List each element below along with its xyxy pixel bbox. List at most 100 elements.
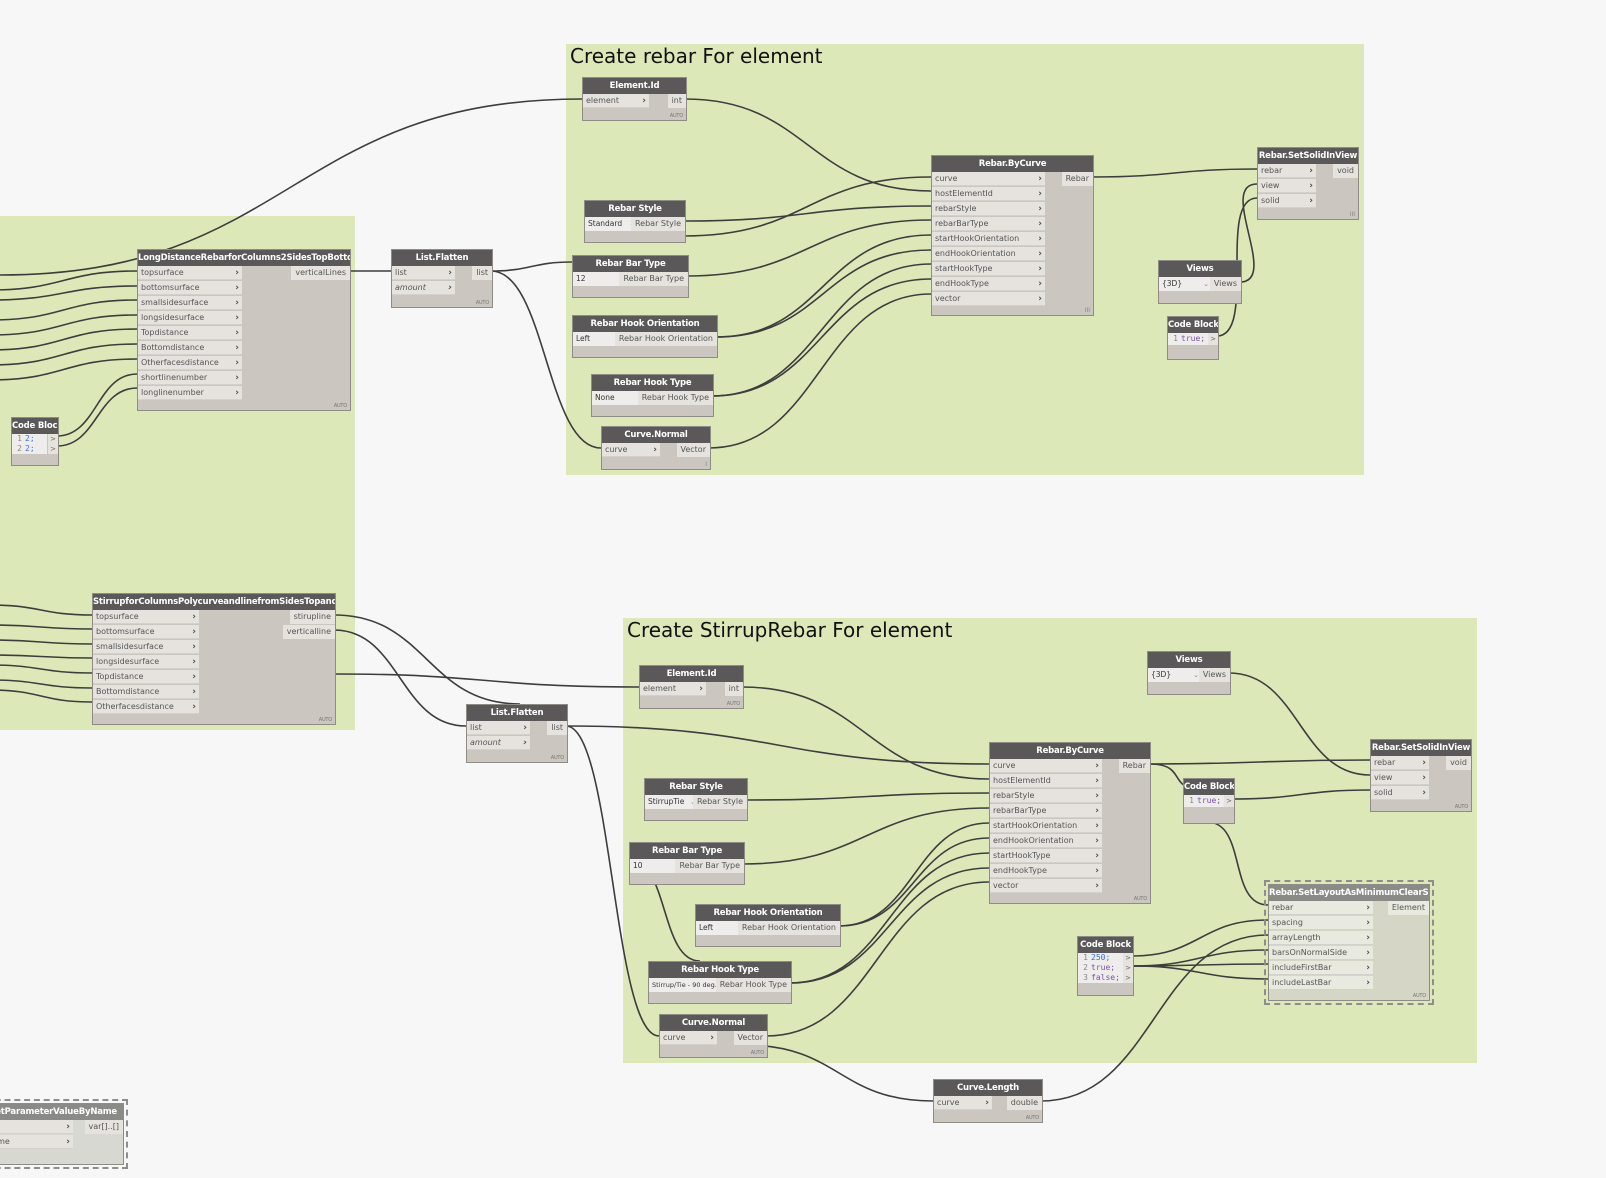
input-port[interactable]: list› xyxy=(392,266,455,280)
node-rebar-hook-orientation[interactable]: Rebar Hook Orientation Left⌄ Rebar Hook … xyxy=(695,904,841,947)
input-port[interactable]: curve› xyxy=(934,1096,992,1110)
wire[interactable] xyxy=(333,614,521,705)
input-port[interactable]: endHookType› xyxy=(990,864,1102,878)
output-port[interactable]: > xyxy=(50,435,56,443)
node-rebar-by-curve[interactable]: Rebar.ByCurve curve› hostElementId› reba… xyxy=(931,155,1094,316)
output-port[interactable]: list xyxy=(472,266,492,280)
input-port[interactable]: longsidesurface› xyxy=(138,311,242,325)
input-port[interactable]: rebar› xyxy=(1269,901,1373,915)
input-port[interactable]: element› xyxy=(583,94,649,108)
output-port[interactable]: Element xyxy=(1387,901,1429,915)
node-get-parameter-value-by-name[interactable]: Element.GetParameterValueByName element›… xyxy=(0,1099,128,1169)
output-port[interactable]: verticalline xyxy=(282,625,335,639)
input-port[interactable]: barsOnNormalSide› xyxy=(1269,946,1373,960)
output-ports[interactable]: > > xyxy=(48,434,58,454)
input-port[interactable]: startHookType› xyxy=(990,849,1102,863)
input-port[interactable]: startHookType› xyxy=(932,262,1045,276)
input-port[interactable]: vector› xyxy=(990,879,1102,893)
node-rebar-set-solid-in-view[interactable]: Rebar.SetSolidInView rebar› view› solid›… xyxy=(1370,739,1472,812)
output-port[interactable]: Rebar Hook Type xyxy=(715,978,791,992)
output-port[interactable]: > xyxy=(1125,974,1131,982)
input-port[interactable]: bottomsurface› xyxy=(138,281,242,295)
input-port[interactable]: view› xyxy=(1371,771,1429,785)
output-port[interactable]: > xyxy=(1226,797,1232,805)
input-port[interactable]: startHookOrientation› xyxy=(990,819,1102,833)
output-port[interactable]: void xyxy=(1446,756,1471,770)
node-set-layout-min-clear-spacing[interactable]: Rebar.SetLayoutAsMinimumClearSpacing reb… xyxy=(1264,880,1434,1005)
output-port[interactable]: void xyxy=(1333,164,1358,178)
input-port[interactable]: hostElementId› xyxy=(932,187,1045,201)
input-port[interactable]: Topdistance› xyxy=(138,326,242,340)
output-port[interactable]: int xyxy=(667,94,686,108)
node-list-flatten[interactable]: List.Flatten list› amount› list AUTO xyxy=(466,704,568,763)
input-port[interactable]: endHookType› xyxy=(932,277,1045,291)
input-port[interactable]: longlinenumber› xyxy=(138,386,242,400)
input-port[interactable]: curve› xyxy=(602,443,660,457)
output-port[interactable]: Rebar Hook Orientation xyxy=(614,332,717,346)
output-port[interactable]: Views xyxy=(1209,277,1241,291)
output-port[interactable]: Vector xyxy=(676,443,710,457)
input-port[interactable]: smallsidesurface› xyxy=(93,640,199,654)
input-port[interactable]: vector› xyxy=(932,292,1045,306)
output-port[interactable]: Rebar Style xyxy=(630,217,685,231)
input-port[interactable]: element› xyxy=(0,1120,73,1134)
input-port[interactable]: amount› xyxy=(392,281,455,295)
input-port[interactable]: includeFirstBar› xyxy=(1269,961,1373,975)
input-port[interactable]: solid› xyxy=(1258,194,1316,208)
output-ports[interactable]: > xyxy=(1224,795,1234,807)
input-port[interactable]: shortlinenumber› xyxy=(138,371,242,385)
dropdown-select[interactable]: {3D}⌄ xyxy=(1148,668,1204,682)
output-port[interactable]: > xyxy=(1125,954,1131,962)
input-port[interactable]: rebarStyle› xyxy=(990,789,1102,803)
input-port[interactable]: startHookOrientation› xyxy=(932,232,1045,246)
dropdown-select[interactable]: {3D}⌄ xyxy=(1159,277,1214,291)
input-port[interactable]: longsidesurface› xyxy=(93,655,199,669)
node-element-id[interactable]: Element.Id element› int AUTO xyxy=(582,77,687,121)
input-port[interactable]: includeLastBar› xyxy=(1269,976,1373,990)
output-port[interactable]: Rebar Hook Type xyxy=(637,391,713,405)
node-rebar-set-solid-in-view[interactable]: Rebar.SetSolidInView rebar› view› solid›… xyxy=(1257,147,1359,220)
node-long-distance-rebar[interactable]: LongDistanceRebarforColumns2SidesTopBott… xyxy=(137,249,351,411)
input-port[interactable]: curve› xyxy=(990,759,1102,773)
output-port[interactable]: > xyxy=(50,445,56,453)
input-port[interactable]: Topdistance› xyxy=(93,670,199,684)
node-curve-length[interactable]: Curve.Length curve› double AUTO xyxy=(933,1079,1043,1123)
node-rebar-hook-type[interactable]: Rebar Hook Type Stirrup/Tie - 90 deg.⌄ R… xyxy=(648,961,792,1004)
wire[interactable] xyxy=(490,261,573,272)
wire[interactable] xyxy=(333,673,640,688)
output-ports[interactable]: > xyxy=(1208,333,1218,345)
output-port[interactable]: > xyxy=(1210,335,1216,343)
input-port[interactable]: smallsidesurface› xyxy=(138,296,242,310)
node-rebar-by-curve[interactable]: Rebar.ByCurve curve› hostElementId› reba… xyxy=(989,742,1151,904)
input-port[interactable]: rebar› xyxy=(1371,756,1429,770)
input-port[interactable]: rebarStyle› xyxy=(932,202,1045,216)
input-port[interactable]: list› xyxy=(467,721,530,735)
node-rebar-hook-orientation[interactable]: Rebar Hook Orientation Left⌄ Rebar Hook … xyxy=(572,315,718,358)
output-port[interactable]: Vector xyxy=(733,1031,767,1045)
output-port[interactable]: stirupline xyxy=(289,610,335,624)
node-curve-normal[interactable]: Curve.Normal curve› Vector AUTO xyxy=(659,1014,768,1058)
output-port[interactable]: Rebar xyxy=(1061,172,1093,186)
output-port[interactable]: int xyxy=(724,682,743,696)
input-port[interactable]: endHookOrientation› xyxy=(932,247,1045,261)
node-rebar-style[interactable]: Rebar Style StirrupTie⌄ Rebar Style xyxy=(644,778,748,821)
input-port[interactable]: endHookOrientation› xyxy=(990,834,1102,848)
output-port[interactable]: var[]..[] xyxy=(84,1120,123,1134)
output-ports[interactable]: > > > xyxy=(1123,953,1133,983)
input-port[interactable]: Bottomdistance› xyxy=(93,685,199,699)
input-port[interactable]: rebarBarType› xyxy=(932,217,1045,231)
node-rebar-bar-type[interactable]: Rebar Bar Type 10⌄ Rebar Bar Type xyxy=(629,842,745,885)
input-port[interactable]: curve› xyxy=(932,172,1045,186)
output-port[interactable]: list xyxy=(547,721,567,735)
input-port[interactable]: element› xyxy=(640,682,706,696)
input-port[interactable]: spacing› xyxy=(1269,916,1373,930)
output-port[interactable]: Views xyxy=(1198,668,1230,682)
input-port[interactable]: rebar› xyxy=(1258,164,1316,178)
